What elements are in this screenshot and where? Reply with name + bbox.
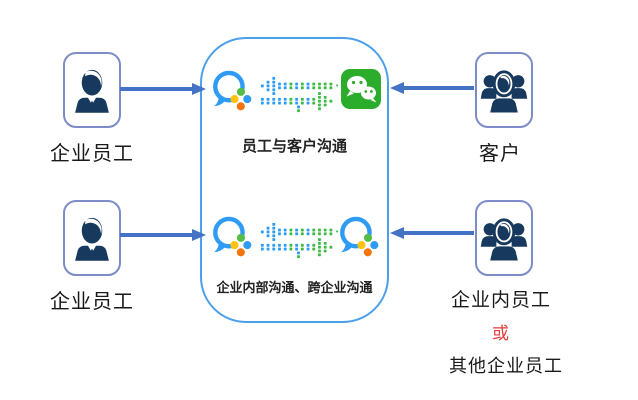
actor-label-inner-employee: 企业内员工 <box>450 290 551 311</box>
wecom-hub-panel: 员工与客户沟通 企业内部沟通、跨企业沟通 <box>200 37 389 323</box>
dotted-transfer-arrows-icon <box>260 76 339 113</box>
arrow-customer-to-hub <box>390 82 474 94</box>
people-group-icon <box>480 218 528 261</box>
actor-label-employee-bottom: 企业员工 <box>50 291 134 313</box>
hub-caption-customer-communication: 员工与客户沟通 <box>241 138 347 155</box>
actor-box-employee-bottom <box>63 200 121 276</box>
wecom-logo-icon <box>213 70 252 111</box>
dotted-transfer-arrows-icon <box>260 222 339 259</box>
people-group-icon <box>480 70 528 113</box>
actor-box-other-employees <box>475 200 533 276</box>
wechat-logo-icon <box>341 69 381 109</box>
employee-person-icon <box>75 217 109 261</box>
arrow-employee-top-to-hub <box>120 83 206 95</box>
actor-label-other-enterprise-employee: 其他企业员工 <box>449 356 563 376</box>
actor-label-employee-top: 企业员工 <box>50 143 134 165</box>
actor-label-or: 或 <box>492 324 510 343</box>
employee-person-icon <box>75 69 109 113</box>
arrow-other-employees-to-hub <box>390 227 474 239</box>
actor-label-customer: 客户 <box>479 143 521 165</box>
hub-caption-internal-communication: 企业内部沟通、跨企业沟通 <box>216 280 373 295</box>
actor-box-customer <box>475 52 533 128</box>
wecom-logo-icon <box>340 216 379 257</box>
arrow-employee-bottom-to-hub <box>120 229 206 241</box>
actor-box-employee-top <box>63 52 121 128</box>
wecom-logo-icon <box>213 216 252 257</box>
